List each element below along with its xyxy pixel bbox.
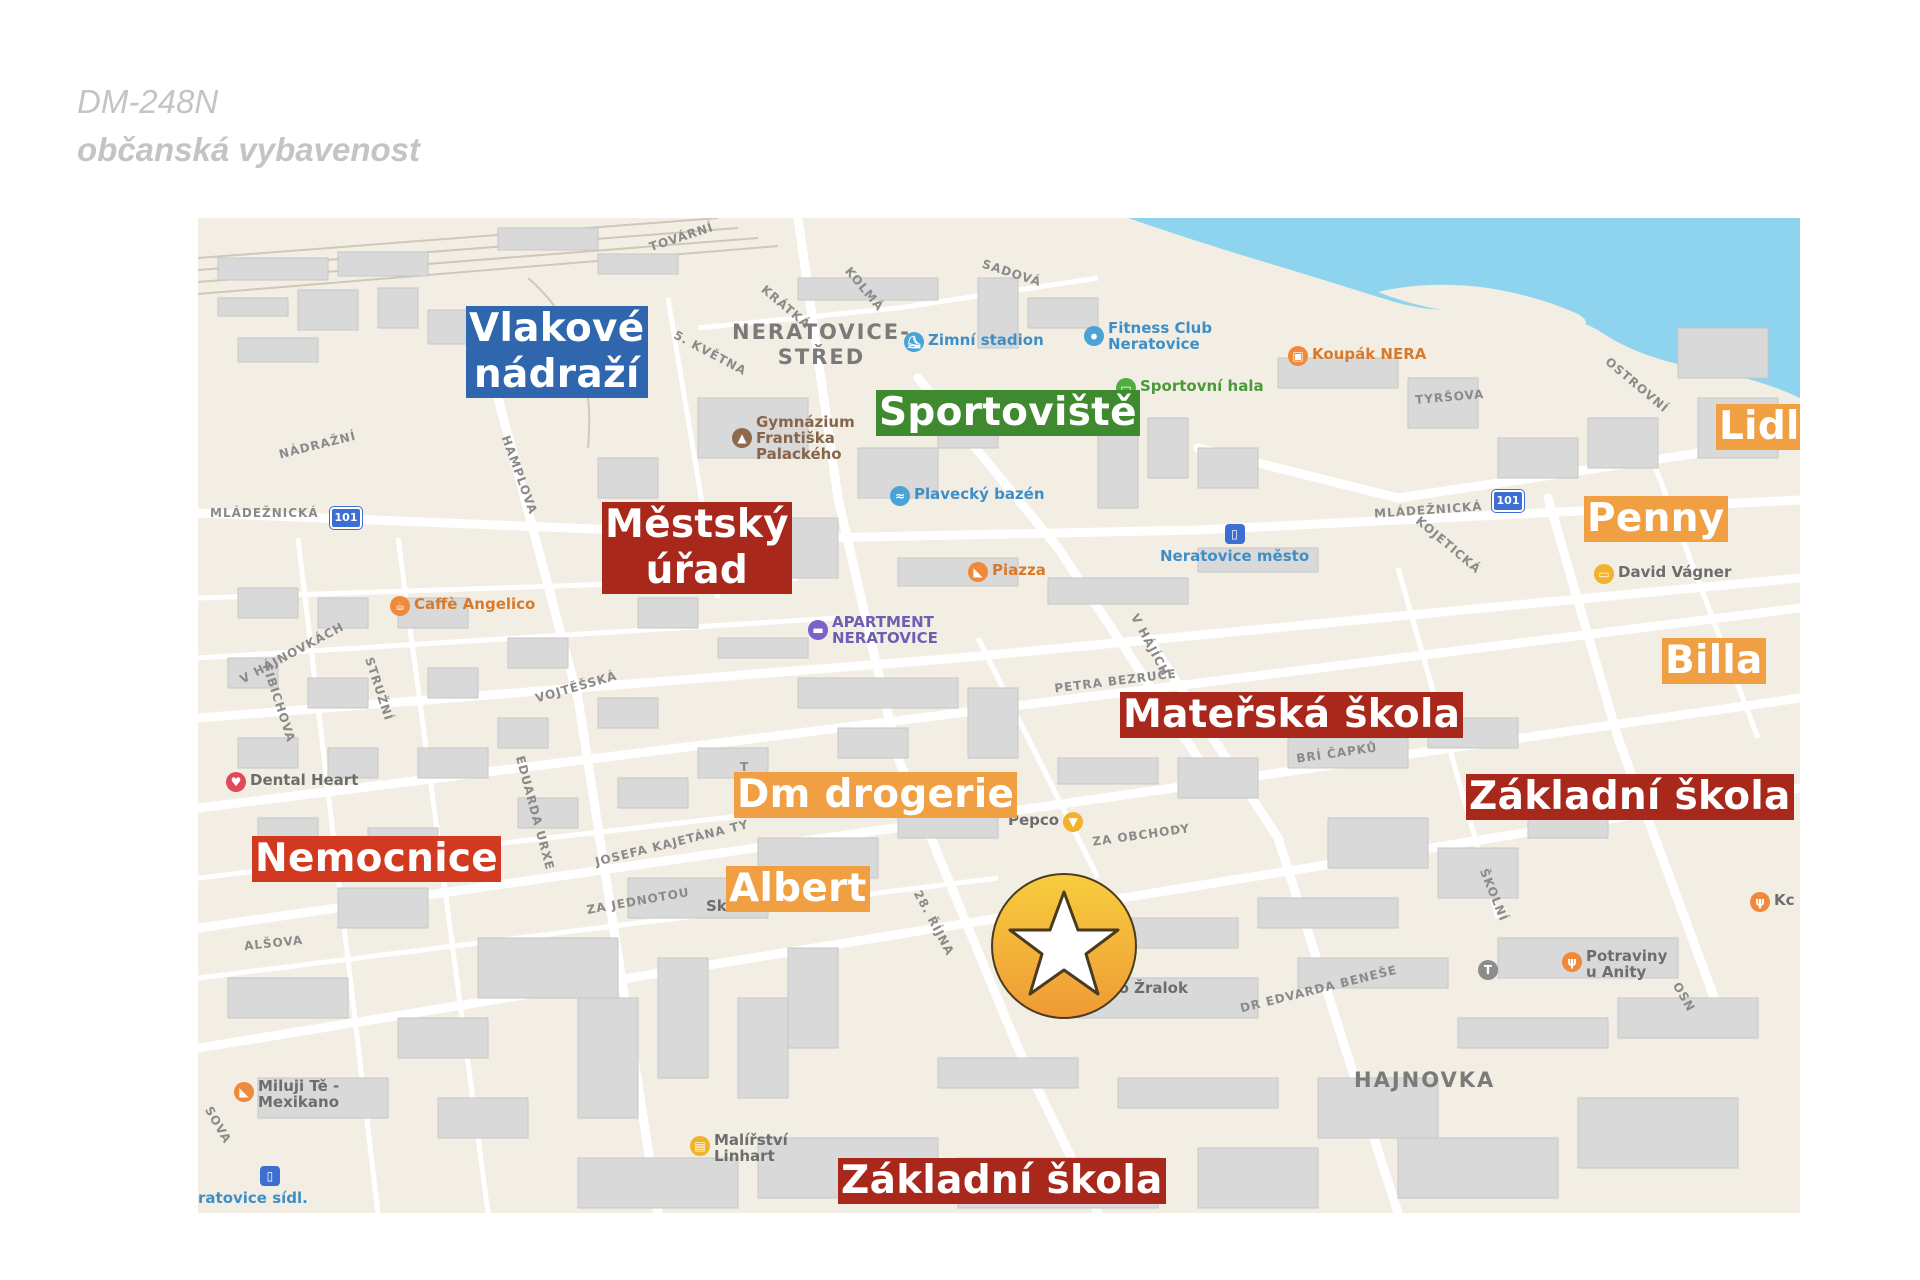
coffee-icon: ☕ <box>390 596 410 616</box>
poi-tram-stop[interactable]: T <box>1478 960 1498 980</box>
label-billa[interactable]: Billa <box>1662 638 1766 684</box>
train-icon: ▯ <box>1224 524 1245 544</box>
pizza-icon: ◣ <box>234 1082 254 1102</box>
poi-koupak-nera[interactable]: ▣ Koupák NERA <box>1288 346 1426 366</box>
tooth-icon: ♥ <box>226 772 246 792</box>
poi-pepco[interactable]: Pepco ▼ <box>1008 812 1084 832</box>
poi-piazza[interactable]: ◣ Piazza <box>968 562 1046 582</box>
pizza-icon: ◣ <box>968 562 988 582</box>
label-materska-skola[interactable]: Mateřská škola <box>1120 692 1464 738</box>
poi-kc[interactable]: ψ Kc <box>1750 892 1795 912</box>
shirt-icon: ▼ <box>1063 812 1084 832</box>
swim-icon: ≈ <box>890 486 910 506</box>
document-subtitle: občanská vybavenost <box>77 130 420 168</box>
label-zakladni-skola-south[interactable]: Základní škola <box>838 1158 1166 1204</box>
route-shield-101-west: 101 <box>330 507 362 529</box>
label-zakladni-skola-east[interactable]: Základní škola <box>1466 774 1794 820</box>
dumbbell-icon: ⦁ <box>1084 326 1104 346</box>
fork-icon: ψ <box>1562 952 1582 972</box>
poi-zimni-stadion[interactable]: ⛸ Zimní stadion <box>904 332 1044 352</box>
shop-icon: ▤ <box>690 1136 710 1156</box>
poi-neratovice-mesto[interactable]: ▯ Neratovice město <box>1160 524 1309 564</box>
shop-icon: ▣ <box>1288 346 1308 366</box>
poi-dental-heart[interactable]: ♥ Dental Heart <box>226 772 358 792</box>
buildings <box>217 227 1779 1209</box>
street-t: T <box>740 760 750 774</box>
train-icon: ▯ <box>259 1166 280 1186</box>
label-albert[interactable]: Albert <box>726 866 870 912</box>
label-lidl[interactable]: Lidl <box>1716 404 1800 450</box>
poi-miluji-te-mexikano[interactable]: ◣ Miluji Tě -Mexikano <box>234 1078 339 1110</box>
star-icon[interactable] <box>990 872 1138 1020</box>
fork-icon: ψ <box>1750 892 1770 912</box>
bus-icon: T <box>1478 960 1498 980</box>
label-mestsky-urad[interactable]: Městský úřad <box>602 502 792 594</box>
map-base <box>198 218 1800 1213</box>
poi-caffe-angelico[interactable]: ☕ Caffè Angelico <box>390 596 535 616</box>
bed-icon: ▬ <box>808 620 828 640</box>
street-mladeznicka-west: MLÁDEŽNICKÁ <box>210 506 319 520</box>
school-icon: ▲ <box>732 428 752 448</box>
poi-sk[interactable]: Sk <box>706 897 727 915</box>
district-neratovice-stred: NERATOVICE- STŘED <box>732 320 911 369</box>
route-shield-101-east: 101 <box>1492 490 1524 512</box>
district-hajnovka: HAJNOVKA <box>1354 1068 1496 1092</box>
skate-icon: ⛸ <box>904 332 924 352</box>
document-code: DM-248N <box>77 83 219 120</box>
tv-icon: ▭ <box>1594 564 1614 584</box>
document-header: DM-248N občanská vybavenost <box>77 78 420 174</box>
label-sportoviste[interactable]: Sportoviště <box>876 390 1140 436</box>
poi-plavecky-bazen[interactable]: ≈ Plavecký bazén <box>890 486 1045 506</box>
river-island <box>1378 284 1586 330</box>
label-penny[interactable]: Penny <box>1584 496 1728 542</box>
label-dm-drogerie[interactable]: Dm drogerie <box>734 772 1018 818</box>
map-view[interactable]: TOVÁRNÍ SADOVÁ KOLMÁ KRÁTKÁ 5. KVĚTNA NÁ… <box>198 218 1800 1213</box>
label-nemocnice[interactable]: Nemocnice <box>252 836 502 882</box>
poi-neratovice-sidliste[interactable]: ▯ ratovice sídl. <box>198 1166 308 1206</box>
poi-david-vagner[interactable]: ▭ David Vágner <box>1594 564 1731 584</box>
label-vlakove-nadrazi[interactable]: Vlakové nádraží <box>466 306 648 398</box>
